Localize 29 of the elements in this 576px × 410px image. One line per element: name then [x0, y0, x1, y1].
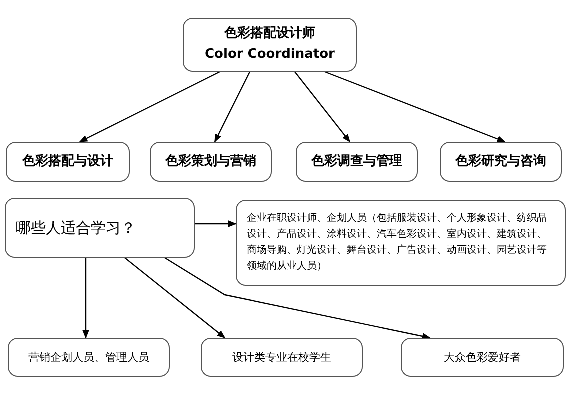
audience-box	[401, 338, 564, 377]
category-box	[296, 142, 418, 182]
box-text: 色彩策划与营销	[166, 152, 256, 171]
arrow	[195, 220, 237, 228]
audience-box	[8, 338, 170, 377]
category-box	[440, 142, 562, 182]
arrow	[82, 258, 90, 339]
box-text: 色彩搭配与设计	[22, 152, 114, 171]
category-box	[6, 142, 130, 182]
arrow	[79, 71, 220, 143]
arrow	[124, 258, 226, 339]
audience-box	[201, 338, 363, 377]
title-box	[183, 18, 357, 72]
arrow	[294, 72, 351, 143]
box-text: 哪些人适合学习？	[16, 218, 136, 239]
category-box	[150, 142, 272, 182]
box-text: 色彩研究与咨询	[456, 152, 546, 171]
box-text: 色彩调查与管理	[312, 152, 402, 171]
box-text: 营销企划人员、管理人员	[28, 350, 150, 366]
box-text: 大众色彩爱好者	[444, 350, 521, 366]
arrow	[214, 72, 251, 143]
description-box	[236, 200, 566, 286]
question-box	[5, 198, 195, 258]
box-text: 设计类专业在校学生	[232, 350, 332, 366]
box-text: 企业在职设计师、企划人员（包括服装设计、个人形象设计、纺织品设计、产品设计、涂料设计、汽车色彩设计、室内设计、建筑设计、商场导购、灯光设计、舞台设计、广告设计、动画设计、园艺设计等领域的从业人员）	[247, 212, 548, 274]
subtitle-text: Color Coordinator	[205, 46, 335, 64]
title-text: 色彩搭配设计师	[224, 25, 316, 44]
arrow	[324, 71, 506, 143]
arrow	[164, 257, 431, 340]
